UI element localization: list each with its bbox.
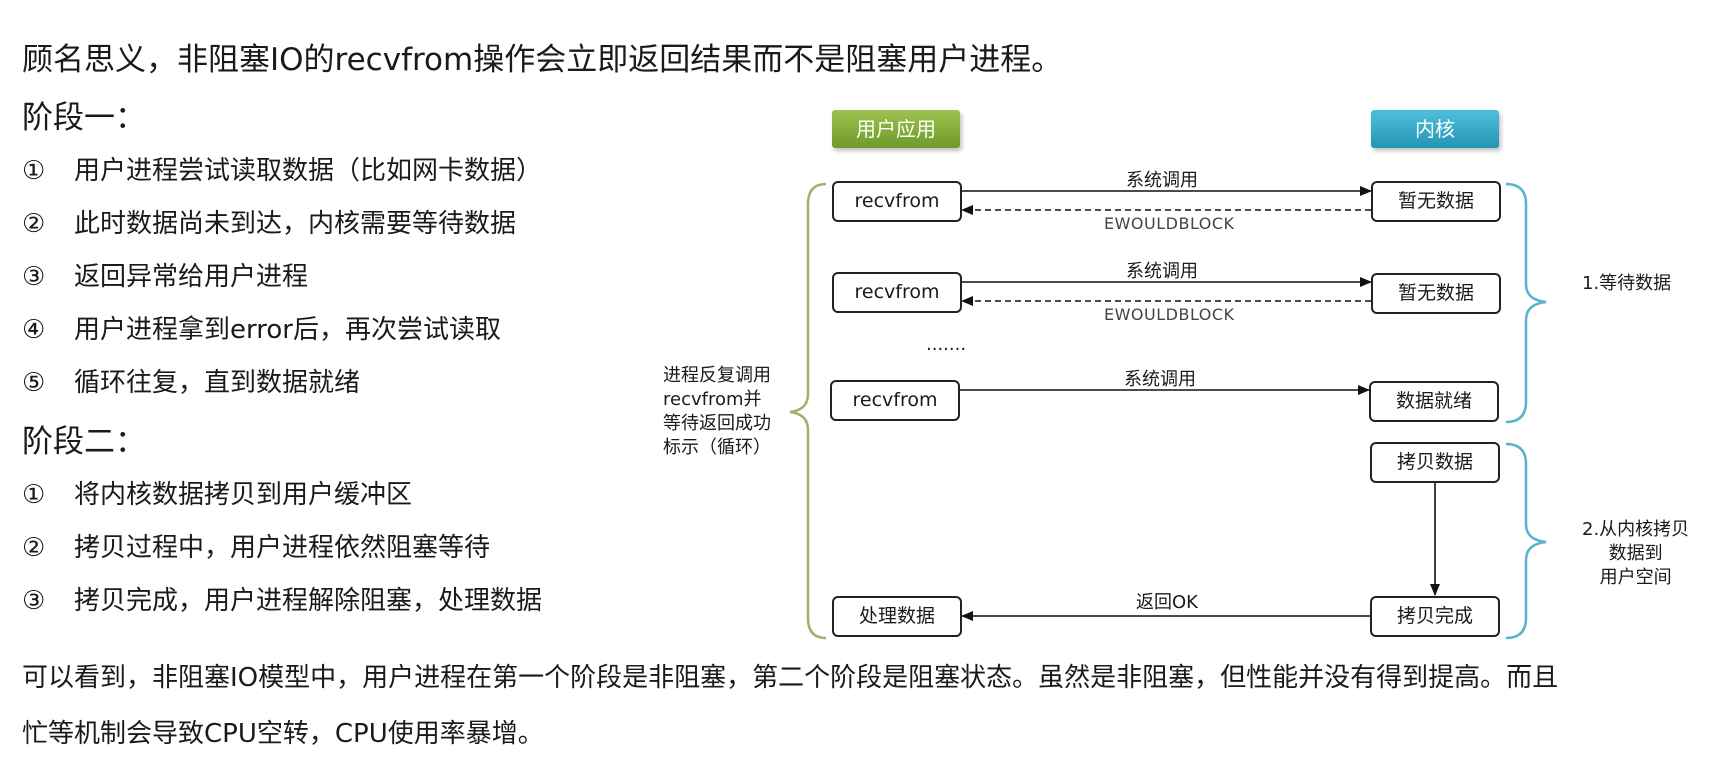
recvfrom-box: recvfrom xyxy=(832,181,962,222)
item-number: ③ xyxy=(22,586,46,616)
no-data-box: 暂无数据 xyxy=(1371,273,1501,314)
item-text: 拷贝过程中，用户进程依然阻塞等待 xyxy=(74,533,491,563)
summary-line-2: 忙等机制会导致CPU空转，CPU使用率暴增。 xyxy=(22,719,544,749)
stage1-item: ③ 返回异常给用户进程 xyxy=(22,256,308,293)
stage2-item: ③ 拷贝完成，用户进程解除阻塞，处理数据 xyxy=(22,580,542,617)
summary-line-1: 可以看到，非阻塞IO模型中，用户进程在第一个阶段是非阻塞，第二个阶段是阻塞状态。… xyxy=(22,663,1559,693)
loop-note-line: 进程反复调用 xyxy=(663,365,771,386)
loop-note-line: 标示（循环） xyxy=(663,437,771,458)
right-brace-1 xyxy=(1505,182,1547,424)
item-number: ② xyxy=(22,209,46,239)
copy-note-line: 2.从内核拷贝 xyxy=(1582,519,1690,540)
ewouldblock-label: EWOULDBLOCK xyxy=(1104,305,1235,324)
left-brace xyxy=(789,182,827,640)
return-ok-label: 返回OK xyxy=(1136,592,1198,613)
stage1-item: ① 用户进程尝试读取数据（比如网卡数据） xyxy=(22,150,542,187)
user-app-tag: 用户应用 xyxy=(832,110,960,148)
item-text: 循环往复，直到数据就绪 xyxy=(74,368,361,398)
data-ready-box: 数据就绪 xyxy=(1369,381,1499,422)
right-brace-2 xyxy=(1505,442,1547,640)
item-text: 返回异常给用户进程 xyxy=(74,262,309,292)
stage2-title: 阶段二： xyxy=(22,424,146,460)
wait-data-note: 1.等待数据 xyxy=(1582,273,1672,294)
stage1-item: ⑤ 循环往复，直到数据就绪 xyxy=(22,362,360,399)
stage1-item: ④ 用户进程拿到error后，再次尝试读取 xyxy=(22,309,501,346)
item-number: ④ xyxy=(22,315,46,345)
kernel-tag: 内核 xyxy=(1371,110,1499,148)
recvfrom-box: recvfrom xyxy=(830,380,960,421)
copy-done-box: 拷贝完成 xyxy=(1370,596,1500,637)
ellipsis-label: ....... xyxy=(926,334,967,355)
stage1-title: 阶段一： xyxy=(22,100,146,136)
no-data-box: 暂无数据 xyxy=(1371,181,1501,222)
item-text: 拷贝完成，用户进程解除阻塞，处理数据 xyxy=(74,586,543,616)
item-number: ① xyxy=(22,480,46,510)
stage2-item: ② 拷贝过程中，用户进程依然阻塞等待 xyxy=(22,527,490,564)
item-number: ⑤ xyxy=(22,368,46,398)
syscall-label: 系统调用 xyxy=(1126,261,1198,282)
loop-note-line: recvfrom并 xyxy=(663,389,762,410)
process-data-box: 处理数据 xyxy=(832,596,962,637)
loop-note-line: 等待返回成功 xyxy=(663,413,771,434)
item-number: ② xyxy=(22,533,46,563)
intro-text: 顾名思义，非阻塞IO的recvfrom操作会立即返回结果而不是阻塞用户进程。 xyxy=(22,42,1063,78)
item-text: 用户进程尝试读取数据（比如网卡数据） xyxy=(74,156,543,186)
recvfrom-box: recvfrom xyxy=(832,272,962,313)
copy-data-box: 拷贝数据 xyxy=(1370,442,1500,483)
stage1-item: ② 此时数据尚未到达，内核需要等待数据 xyxy=(22,203,516,240)
item-number: ① xyxy=(22,156,46,186)
item-number: ③ xyxy=(22,262,46,292)
copy-note-line: 数据到 xyxy=(1608,543,1663,564)
syscall-label: 系统调用 xyxy=(1126,170,1198,191)
stage2-item: ① 将内核数据拷贝到用户缓冲区 xyxy=(22,474,412,511)
syscall-label: 系统调用 xyxy=(1124,369,1196,390)
loop-note: 进程反复调用 recvfrom并 等待返回成功 标示（循环） xyxy=(663,364,771,460)
copy-note: 2.从内核拷贝 数据到 用户空间 xyxy=(1582,518,1689,590)
item-text: 用户进程拿到error后，再次尝试读取 xyxy=(74,315,501,345)
item-text: 此时数据尚未到达，内核需要等待数据 xyxy=(74,209,517,239)
item-text: 将内核数据拷贝到用户缓冲区 xyxy=(74,480,413,510)
copy-note-line: 用户空间 xyxy=(1599,567,1672,588)
ewouldblock-label: EWOULDBLOCK xyxy=(1104,214,1235,233)
